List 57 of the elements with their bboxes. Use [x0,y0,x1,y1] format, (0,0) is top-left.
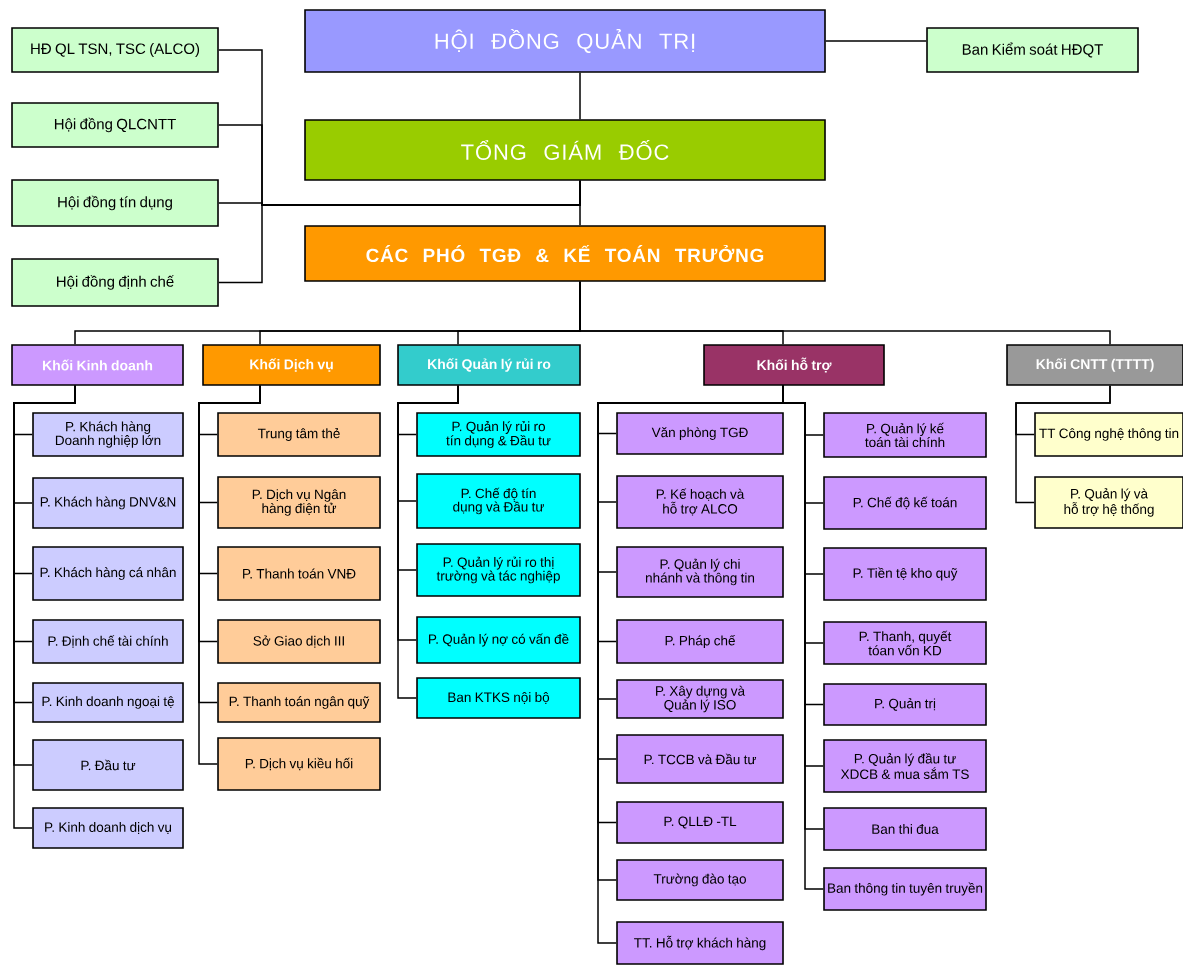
committee-box: Ban Kiểm soát HĐQT [926,27,1139,73]
department-box: P. Dịch vụ kiều hối [217,737,381,791]
department-box: P. Quản lý và hỗ trợ hệ thống [1034,476,1183,529]
department-box: P. Thanh toán ngân quỹ [217,682,381,723]
division-box: Khối hỗ trợ [703,344,885,386]
department-box: P. Pháp chế [616,619,784,664]
department-box: P. Chế độ tín dụng và Đầu tư [416,473,581,529]
executive-box: HỘI ĐỒNG QUẢN TRỊ [304,9,826,73]
department-box: P. Quản lý đầu tư XDCB & mua sắm TS [823,739,987,793]
department-box: Ban KTKS nội bộ [416,677,581,719]
department-box: Văn phòng TGĐ [616,412,784,455]
department-box: P. Quản trị [823,683,987,726]
department-box: P. Đầu tư [32,739,184,791]
department-box: P. QLLĐ -TL [616,801,784,844]
department-box: P. Khách hàng DNV&N [32,477,184,529]
executive-box: TỔNG GIÁM ĐỐC [304,119,826,181]
committee-box: HĐ QL TSN, TSC (ALCO) [11,27,219,73]
department-box: Trường đào tạo [616,859,784,901]
connector-line [198,385,261,765]
division-box: Khối Kinh doanh [11,344,184,386]
department-box: Trung tâm thẻ [217,412,381,457]
department-box: P. Thanh, quyết tóan vốn KD [823,621,987,665]
department-box: P. Dịch vụ Ngân hàng điện tử [217,476,381,529]
connector-line [218,180,581,284]
department-box: Ban thi đua [823,807,987,851]
connector-line [1015,385,1111,504]
department-box: P. Quản lý kế toán tài chính [823,412,987,458]
department-box: P. Chế độ kế toán [823,476,987,530]
department-box: P. Quản lý rủi ro tín dụng & Đầu tư [416,412,581,457]
department-box: P. Tiền tệ kho quỹ [823,547,987,601]
division-box: Khối Dịch vụ [202,344,381,386]
division-box: Khối Quản lý rủi ro [397,344,581,386]
department-box: P. Quản lý chi nhánh và thông tin [616,546,784,598]
executive-box: CÁC PHÓ TGĐ & KẾ TOÁN TRƯỞNG [304,225,826,282]
connector-line [825,40,927,42]
department-box: Ban thông tin tuyên truyền [823,867,987,911]
connector-line [579,72,581,120]
department-box: P. Thanh toán VNĐ [217,546,381,601]
connector-line [397,385,459,699]
division-box: Khối CNTT (TTTT) [1006,344,1183,386]
department-box: P. Kinh doanh ngoại tệ [32,682,184,723]
committee-box: Hội đồng định chế [11,258,219,307]
department-box: TT Công nghệ thông tin [1034,412,1183,457]
department-box: P. Định chế tài chính [32,619,184,664]
department-box: P. Xây dựng và Quản lý ISO [616,679,784,719]
department-box: TT. Hỗ trợ khách hàng [616,921,784,965]
department-box: P. Quản lý nợ có vấn đề [416,616,581,664]
department-box: P. Quản lý rủi ro thị trường và tác nghiệp [416,543,581,597]
department-box: P. Khách hàng cá nhân [32,546,184,601]
department-box: P. TCCB và Đầu tư [616,734,784,784]
department-box: P. Kế hoạch và hỗ trợ ALCO [616,475,784,529]
department-box: Sở Giao dịch III [217,619,381,664]
department-box: P. Khách hàng Doanh nghiệp lớn [32,412,184,457]
department-box: P. Kinh doanh dịch vụ [32,807,184,849]
committee-box: Hội đồng QLCNTT [11,102,219,148]
connector-line [579,281,1111,345]
committee-box: Hội đồng tín dụng [11,179,219,227]
